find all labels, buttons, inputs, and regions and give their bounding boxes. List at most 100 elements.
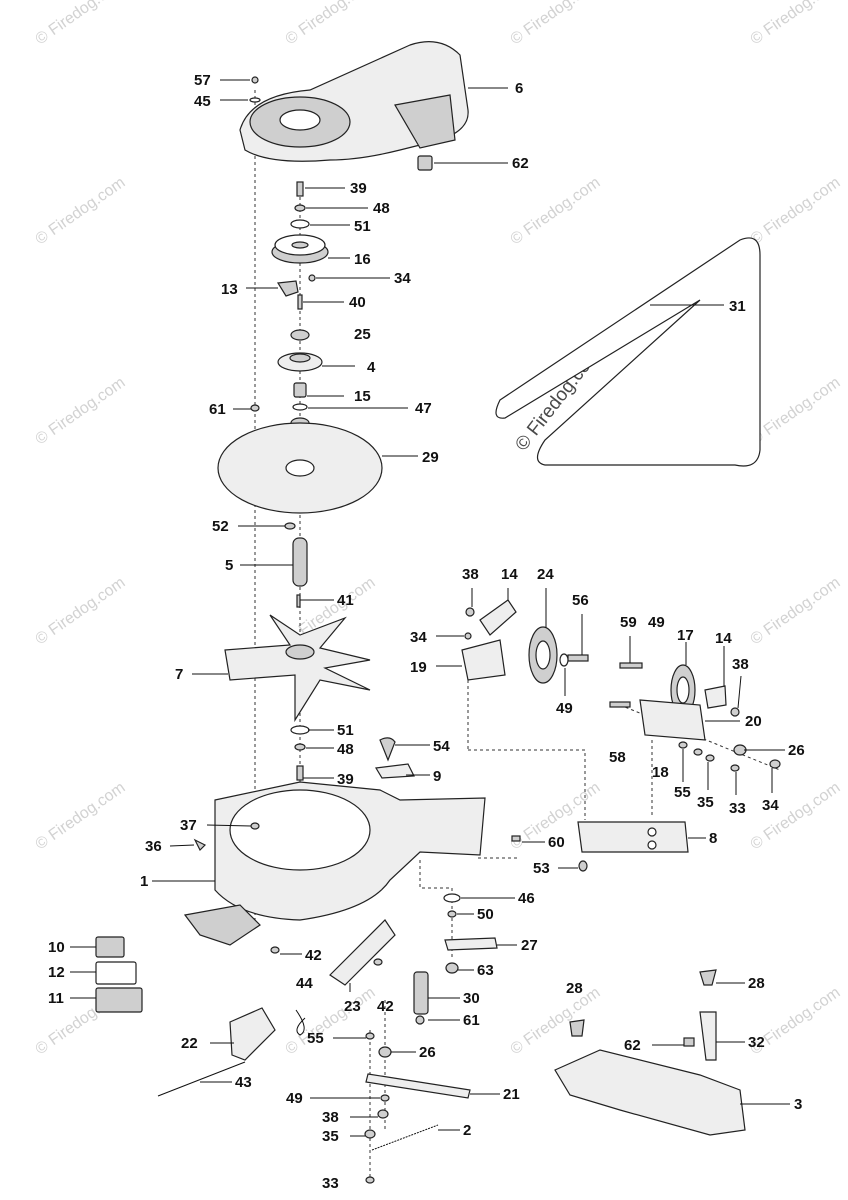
watermark-text: © Firedog.com	[508, 984, 604, 1058]
callout-43: 43	[235, 1074, 252, 1091]
callout-37: 37	[180, 817, 197, 834]
callout-30: 30	[463, 990, 480, 1007]
leader-lines	[70, 79, 790, 1137]
callout-11: 11	[48, 990, 64, 1007]
callout-38: 38	[732, 656, 749, 673]
callout-41: 41	[337, 592, 354, 609]
callout-34: 34	[410, 629, 427, 646]
callout-51: 51	[354, 218, 371, 235]
callout-9: 9	[433, 768, 441, 785]
callout-34: 34	[762, 797, 779, 814]
callout-32: 32	[748, 1034, 765, 1051]
callout-63: 63	[477, 962, 494, 979]
callout-49: 49	[648, 614, 665, 631]
callout-48: 48	[373, 200, 390, 217]
callout-44: 44	[296, 975, 313, 992]
callout-55: 55	[307, 1030, 324, 1047]
callout-39: 39	[337, 771, 354, 788]
callout-6: 6	[515, 80, 523, 97]
mounting-plate-part	[577, 821, 689, 853]
decal-10	[95, 936, 125, 958]
callout-49: 49	[556, 700, 573, 717]
callout-3: 3	[794, 1096, 802, 1113]
callout-47: 47	[415, 400, 432, 417]
callout-31: 31	[729, 298, 746, 315]
callout-19: 19	[410, 659, 427, 676]
callout-55: 55	[674, 784, 691, 801]
callout-42: 42	[305, 947, 322, 964]
watermark-text: © Firedog.com	[508, 0, 604, 48]
callout-35: 35	[697, 794, 714, 811]
callout-34: 34	[394, 270, 411, 287]
callout-12: 12	[48, 964, 65, 981]
callout-54: 54	[433, 738, 450, 755]
callout-14: 14	[715, 630, 732, 647]
callout-60: 60	[548, 834, 565, 851]
callout-39: 39	[350, 180, 367, 197]
watermark-text: © Firedog.com	[283, 0, 379, 48]
callout-5: 5	[225, 557, 233, 574]
callout-21: 21	[503, 1086, 520, 1103]
callout-62: 62	[512, 155, 529, 172]
callout-13: 13	[221, 281, 238, 298]
watermark-text: © Firedog.com	[33, 574, 129, 648]
callout-42: 42	[377, 998, 394, 1015]
callout-58: 58	[609, 749, 626, 766]
callout-16: 16	[354, 251, 371, 268]
callout-14: 14	[501, 566, 518, 583]
callout-52: 52	[212, 518, 229, 535]
watermark-text: © Firedog.com	[508, 174, 604, 248]
callout-50: 50	[477, 906, 494, 923]
callout-53: 53	[533, 860, 550, 877]
callout-26: 26	[788, 742, 805, 759]
callout-4: 4	[367, 359, 376, 376]
part-drawings	[95, 41, 781, 1184]
callout-51: 51	[337, 722, 354, 739]
watermark-text: © Firedog.com	[33, 779, 129, 853]
callout-61: 61	[463, 1012, 480, 1029]
callout-33: 33	[729, 800, 746, 817]
callout-7: 7	[175, 666, 183, 683]
callout-46: 46	[518, 890, 535, 907]
drive-belt-part	[495, 237, 761, 467]
callout-35: 35	[322, 1128, 339, 1145]
callout-10: 10	[48, 939, 65, 956]
callout-27: 27	[521, 937, 538, 954]
callout-59: 59	[620, 614, 637, 631]
callout-26: 26	[419, 1044, 436, 1061]
callout-25: 25	[354, 326, 371, 343]
watermark-text: © Firedog.com	[33, 374, 129, 448]
callout-57: 57	[194, 72, 211, 89]
callout-38: 38	[322, 1109, 339, 1126]
callout-labels: 57 45 6 62 39 48 51 16 34 13 40 25 4 15 …	[48, 72, 805, 1192]
watermark-text: © Firedog.com	[748, 574, 844, 648]
callout-33: 33	[322, 1175, 339, 1192]
callout-56: 56	[572, 592, 589, 609]
decal-11	[95, 987, 143, 1013]
callout-15: 15	[354, 388, 371, 405]
callout-17: 17	[677, 627, 694, 644]
callout-29: 29	[422, 449, 439, 466]
fan-impeller-part	[224, 614, 371, 723]
callout-20: 20	[745, 713, 762, 730]
callout-1: 1	[140, 873, 148, 890]
callout-23: 23	[344, 998, 361, 1015]
callout-62: 62	[624, 1037, 641, 1054]
watermark-layer: © Firedog.com © Firedog.com © Firedog.co…	[33, 0, 844, 1058]
callout-22: 22	[181, 1035, 198, 1052]
callout-49: 49	[286, 1090, 303, 1107]
callout-28: 28	[566, 980, 583, 997]
callout-8: 8	[709, 830, 717, 847]
watermark-text: © Firedog.com	[33, 0, 129, 48]
callout-28: 28	[748, 975, 765, 992]
watermark-text: © Firedog.com	[748, 174, 844, 248]
watermark-text: © Firedog.com	[748, 0, 844, 48]
watermark-text: © Firedog.com	[748, 374, 844, 448]
callout-48: 48	[337, 741, 354, 758]
chute-part	[554, 1049, 746, 1136]
decal-12	[95, 961, 137, 985]
callout-61: 61	[209, 401, 226, 418]
callout-45: 45	[194, 93, 211, 110]
callout-2: 2	[463, 1122, 471, 1139]
